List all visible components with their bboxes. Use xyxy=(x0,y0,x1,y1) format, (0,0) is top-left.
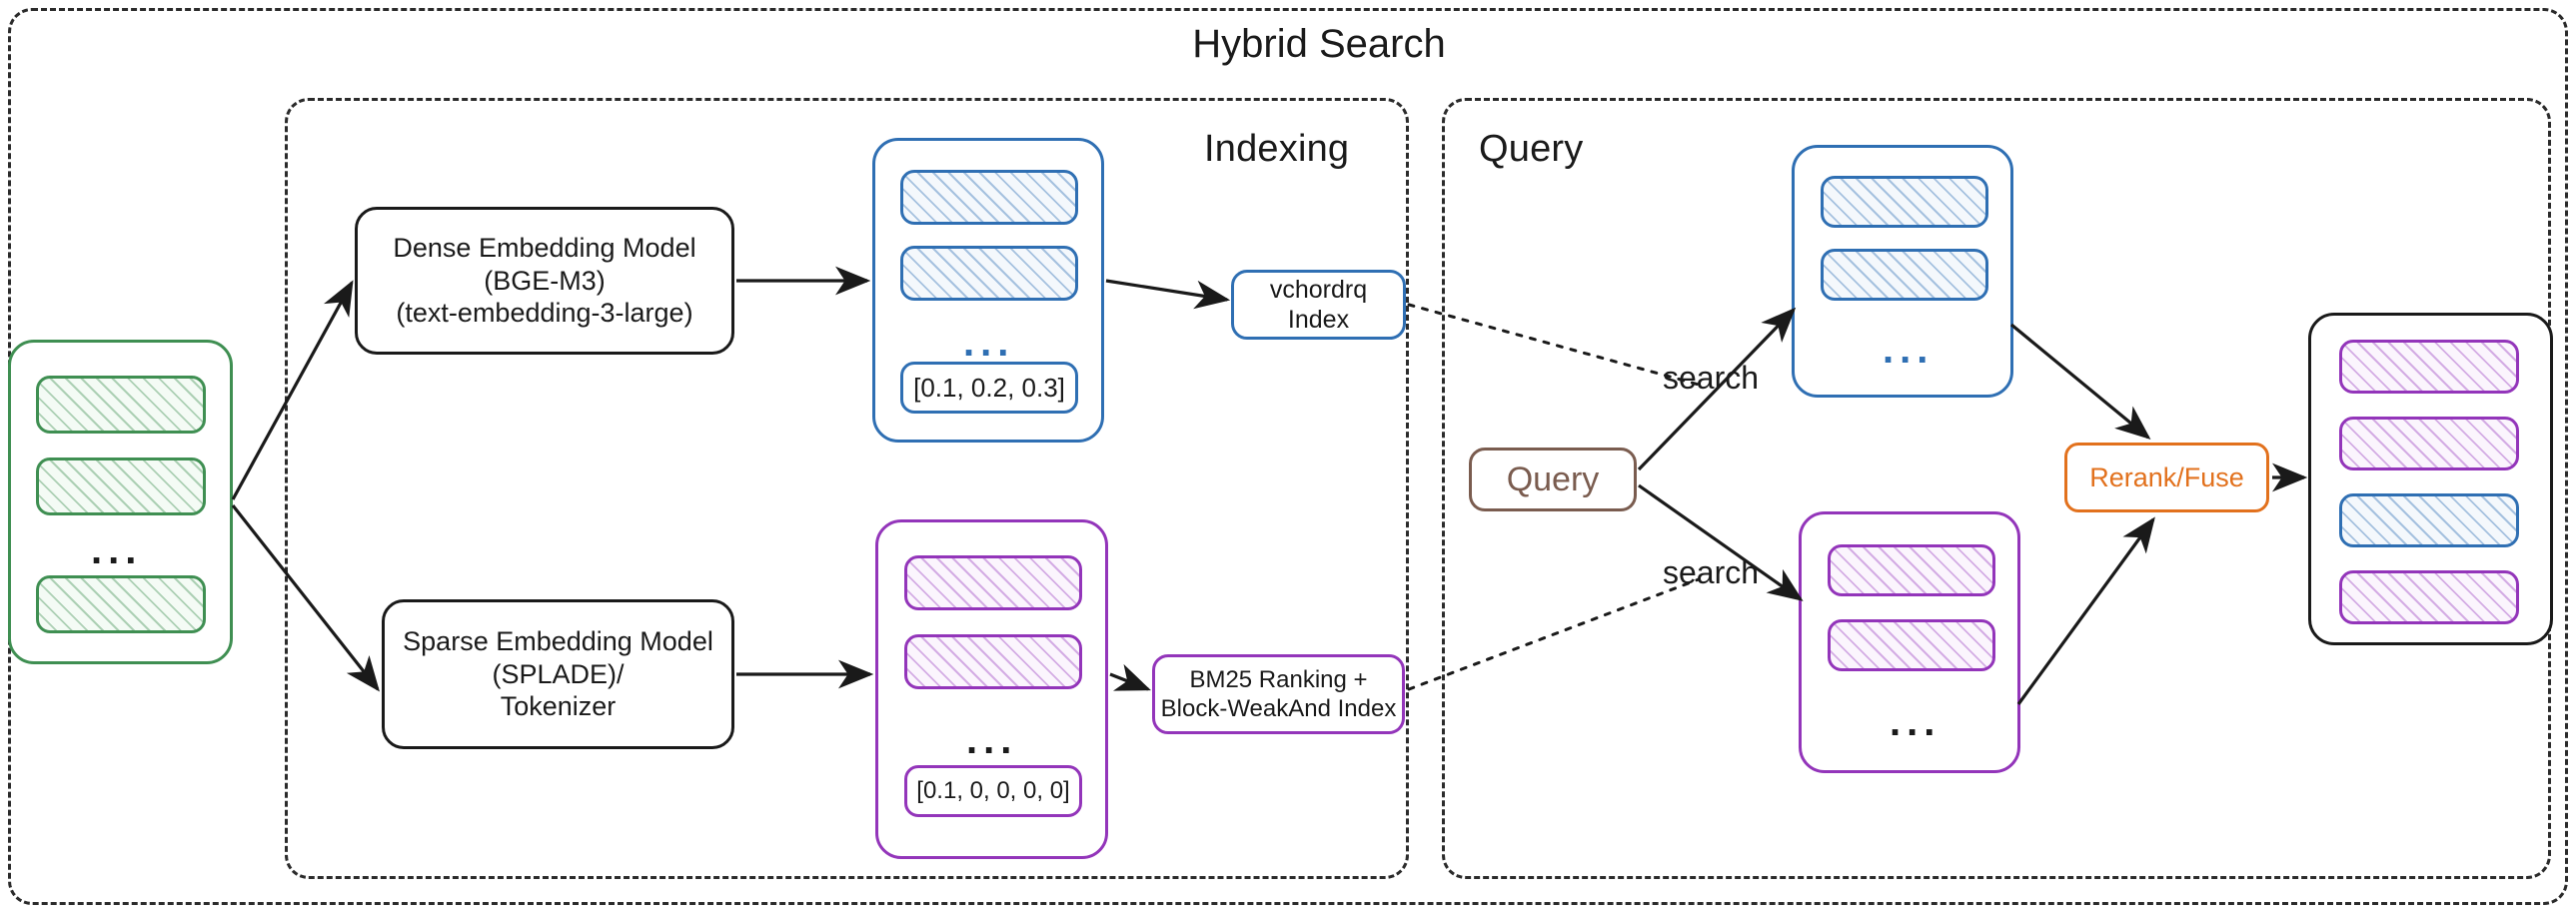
dense-model-line-2: (BGE-M3) xyxy=(484,265,606,296)
dense-vector-row xyxy=(900,170,1078,225)
dense-result-stack: ... xyxy=(1792,145,2013,398)
page-title: Hybrid Search xyxy=(1192,22,1446,66)
dense-model-line-1: Dense Embedding Model xyxy=(393,232,696,263)
rerank-fuse-label: Rerank/Fuse xyxy=(2089,461,2244,492)
bm25-line-2: Block-WeakAnd Index xyxy=(1160,695,1397,722)
dense-vector-value: [0.1, 0.2, 0.3] xyxy=(900,362,1078,414)
source-doc-ellipsis: ... xyxy=(91,528,143,572)
sparse-vector-ellipsis: ... xyxy=(966,718,1018,762)
sparse-vector-row xyxy=(904,634,1082,689)
vchordrq-line-1: vchordrq xyxy=(1269,275,1368,304)
query-chip-label: Query xyxy=(1506,460,1600,498)
dense-vector-row xyxy=(900,246,1078,301)
rerank-fuse-node[interactable]: Rerank/Fuse xyxy=(2064,443,2269,512)
dense-vector-ellipsis: ... xyxy=(963,321,1015,365)
final-result-row xyxy=(2339,340,2519,394)
final-result-row xyxy=(2339,570,2519,624)
sparse-result-stack: ... xyxy=(1799,511,2020,773)
dense-result-ellipsis: ... xyxy=(1883,328,1934,372)
vchordrq-line-2: Index xyxy=(1287,306,1350,334)
bm25-index-node[interactable]: BM25 Ranking + Block-WeakAnd Index xyxy=(1152,654,1405,734)
sparse-result-ellipsis: ... xyxy=(1890,700,1941,744)
dense-model-line-3: (text-embedding-3-large) xyxy=(396,298,693,329)
sparse-result-row xyxy=(1828,619,1995,671)
sparse-model-line-3: Tokenizer xyxy=(500,691,617,722)
dense-result-row xyxy=(1821,249,1988,301)
final-result-stack xyxy=(2308,313,2553,645)
source-doc-row xyxy=(36,376,206,434)
dense-vector-stack: ... [0.1, 0.2, 0.3] xyxy=(872,138,1104,443)
sparse-embedding-model-node[interactable]: Sparse Embedding Model (SPLADE)/ Tokeniz… xyxy=(382,599,734,749)
source-doc-row xyxy=(36,458,206,515)
bm25-line-1: BM25 Ranking + xyxy=(1189,665,1368,693)
search-label-dense: search xyxy=(1663,360,1760,396)
dense-embedding-model-node[interactable]: Dense Embedding Model (BGE-M3) (text-emb… xyxy=(355,207,734,355)
sparse-model-line-2: (SPLADE)/ xyxy=(492,658,625,689)
source-document-stack: ... xyxy=(8,340,233,664)
vchordrq-index-node[interactable]: vchordrq Index xyxy=(1231,270,1406,340)
query-input-node[interactable]: Query xyxy=(1469,448,1637,511)
final-result-row xyxy=(2339,417,2519,470)
dense-result-row xyxy=(1821,176,1988,228)
sparse-result-row xyxy=(1828,544,1995,596)
search-label-sparse: search xyxy=(1663,554,1760,590)
sparse-vector-row xyxy=(904,555,1082,610)
query-section-label: Query xyxy=(1479,128,1584,170)
final-result-row xyxy=(2339,493,2519,547)
sparse-model-line-1: Sparse Embedding Model xyxy=(403,625,713,656)
source-doc-row xyxy=(36,575,206,633)
sparse-vector-stack: ... [0.1, 0, 0, 0, 0] xyxy=(875,519,1108,859)
sparse-vector-value: [0.1, 0, 0, 0, 0] xyxy=(904,765,1082,817)
indexing-section-label: Indexing xyxy=(1204,128,1350,170)
